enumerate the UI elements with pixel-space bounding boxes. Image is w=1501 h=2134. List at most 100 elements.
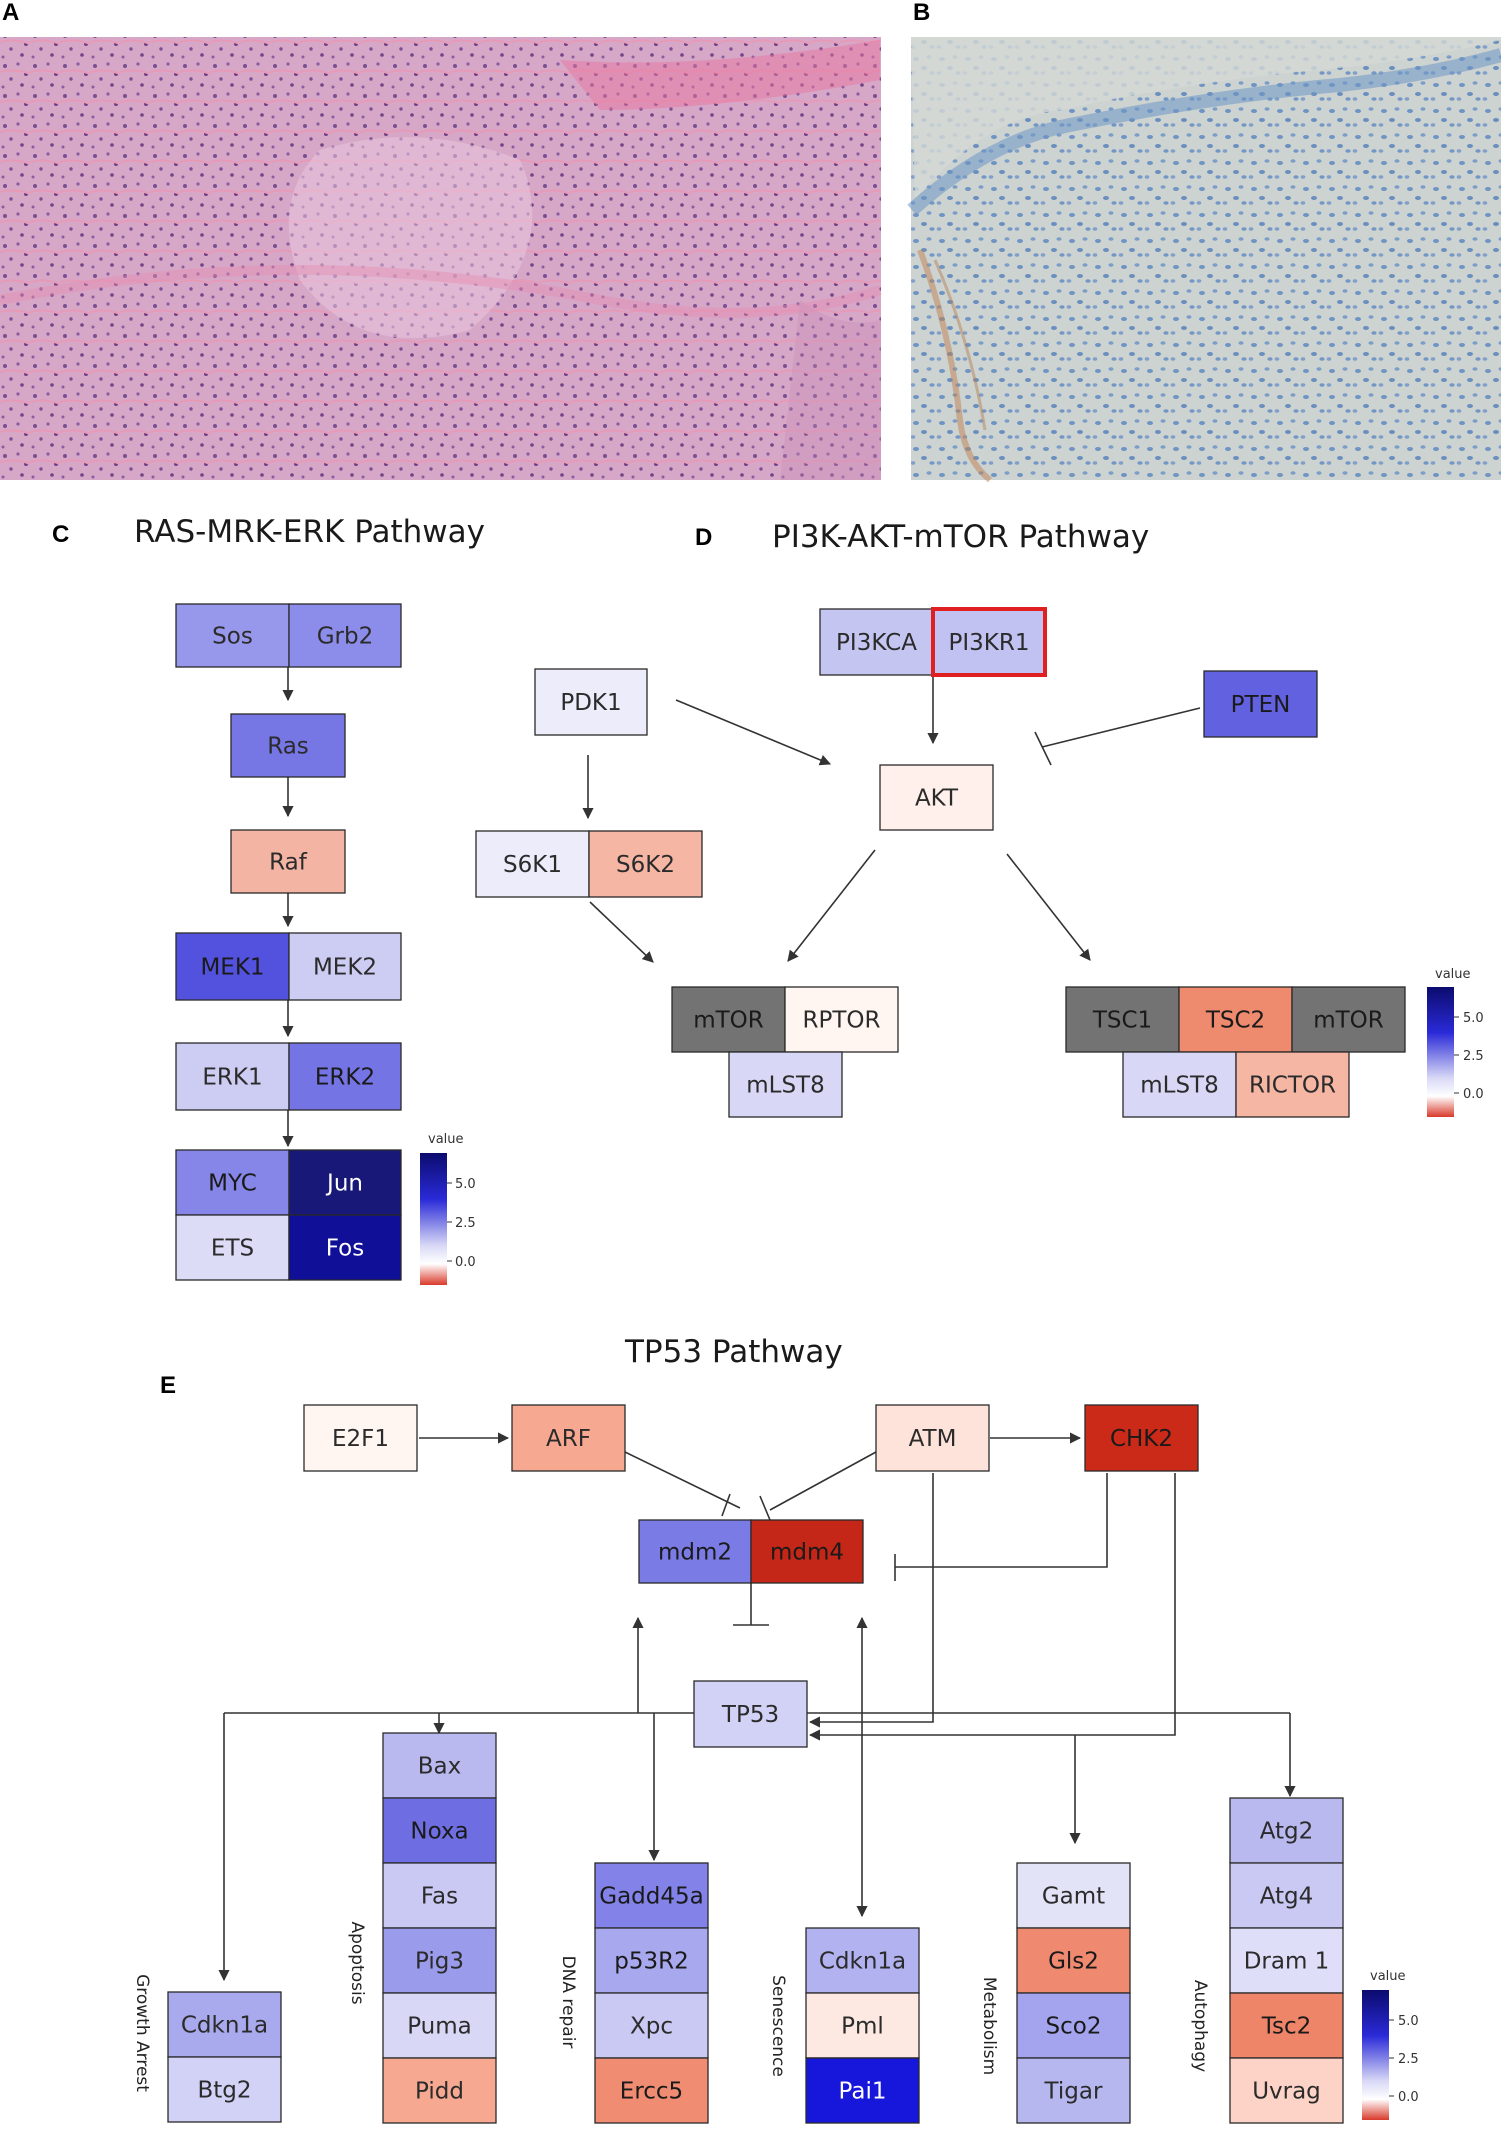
node-box — [594, 1927, 709, 1994]
node-box — [1229, 1862, 1344, 1929]
panel-d-title: PI3K-AKT-mTOR Pathway — [772, 519, 1149, 555]
node-au-uvrag: Uvrag — [1229, 2057, 1344, 2124]
node-label: Puma — [407, 2014, 472, 2040]
node-label: AKT — [915, 786, 959, 812]
node-label: Ras — [267, 734, 309, 760]
node-label: Pai1 — [839, 2079, 887, 2105]
node-label: PDK1 — [560, 690, 621, 716]
node-arf: ARF — [511, 1404, 626, 1472]
node-label: mdm4 — [770, 1540, 844, 1566]
node-label: mdm2 — [658, 1540, 732, 1566]
node-label: MEK1 — [200, 955, 264, 981]
node-jun: Jun — [288, 1149, 402, 1216]
node-label: Tigar — [1044, 2079, 1103, 2105]
node-box — [805, 2057, 920, 2124]
legend-tick-5: 5.0 — [1463, 1011, 1484, 1026]
panel-b-micrograph — [907, 37, 1501, 483]
node-label: Uvrag — [1252, 2079, 1321, 2105]
node-box — [534, 668, 648, 736]
node-box — [693, 1680, 808, 1748]
node-box — [1016, 1927, 1131, 1994]
node-label: TSC1 — [1092, 1008, 1152, 1034]
legend-tick-2-5: 2.5 — [1463, 1049, 1484, 1064]
node-box — [511, 1404, 626, 1472]
node-label: E2F1 — [332, 1426, 389, 1452]
node-au-dram1: Dram 1 — [1229, 1927, 1344, 1994]
node-label: ATM — [909, 1426, 957, 1452]
node-label: RPTOR — [803, 1008, 881, 1034]
node-label: Raf — [269, 850, 308, 876]
node-e2f1: E2F1 — [303, 1404, 418, 1472]
node-box — [175, 1042, 290, 1111]
node-pdk1: PDK1 — [534, 668, 648, 736]
node-label: ETS — [211, 1236, 254, 1262]
node-label: mLST8 — [746, 1073, 825, 1099]
node-label: S6K1 — [503, 852, 562, 878]
node-box — [382, 1927, 497, 1994]
panel-c-letter: C — [52, 521, 69, 548]
panel-b-letter: B — [913, 0, 930, 26]
node-box — [1016, 1992, 1131, 2059]
legend-title: value — [428, 1132, 464, 1147]
node-box — [594, 2057, 709, 2124]
node-box — [784, 986, 899, 1053]
node-label: Gadd45a — [599, 1884, 703, 1910]
node-box — [805, 1992, 920, 2059]
node-sos: Sos — [175, 603, 290, 668]
node-label: MYC — [208, 1171, 257, 1197]
category-apoptosis: Apoptosis — [347, 1921, 367, 2004]
legend-tick-2-5: 2.5 — [1398, 2052, 1419, 2067]
node-box — [875, 1404, 990, 1472]
node-label: Dram 1 — [1244, 1949, 1330, 1975]
node-label: Atg4 — [1260, 1884, 1314, 1910]
node-label: Cdkn1a — [181, 2013, 268, 2039]
node-tp53: TP53 — [693, 1680, 808, 1748]
node-mek2: MEK2 — [288, 932, 402, 1001]
node-pi3kca: PI3KCA — [819, 608, 934, 676]
node-ap-noxa: Noxa — [382, 1797, 497, 1864]
node-box — [1229, 2057, 1344, 2124]
node-box — [1122, 1051, 1237, 1118]
node-me-tigar: Tigar — [1016, 2057, 1131, 2124]
node-au-atg2: Atg2 — [1229, 1797, 1344, 1864]
node-me-gls2: Gls2 — [1016, 1927, 1131, 1994]
node-dr-xpc: Xpc — [594, 1992, 709, 2059]
legend-title: value — [1370, 1969, 1406, 1984]
node-label: ARF — [546, 1426, 591, 1452]
node-label: PTEN — [1231, 692, 1291, 718]
node-label: Grb2 — [317, 624, 374, 650]
node-label: mTOR — [1313, 1008, 1384, 1034]
node-ap-pidd: Pidd — [382, 2057, 497, 2124]
node-box — [175, 603, 290, 668]
node-box — [1229, 1797, 1344, 1864]
node-box — [1178, 986, 1293, 1053]
node-label: Fas — [421, 1884, 458, 1910]
node-box — [175, 932, 290, 1001]
node-label: TSC2 — [1205, 1008, 1265, 1034]
node-box — [588, 830, 703, 898]
node-label: Tsc2 — [1261, 2014, 1312, 2040]
node-label: Pml — [841, 2014, 884, 2040]
category-dna-repair: DNA repair — [558, 1956, 578, 2049]
panel-e-title: TP53 Pathway — [624, 1334, 843, 1370]
node-box — [879, 764, 994, 831]
node-au-atg4: Atg4 — [1229, 1862, 1344, 1929]
node-box — [1084, 1404, 1199, 1472]
node-ga-cdkn1a: Cdkn1a — [167, 1991, 282, 2058]
node-atm: ATM — [875, 1404, 990, 1472]
node-s6k2: S6K2 — [588, 830, 703, 898]
node-mtor-b: mTOR — [1291, 986, 1406, 1053]
node-label: Cdkn1a — [819, 1949, 906, 1975]
node-box — [230, 829, 346, 894]
panel-c-legend: value 5.0 2.5 0.0 — [420, 1132, 476, 1285]
legend-title: value — [1435, 967, 1471, 982]
node-erk1: ERK1 — [175, 1042, 290, 1111]
node-label: ERK2 — [315, 1065, 375, 1091]
node-chk2: CHK2 — [1084, 1404, 1199, 1472]
node-ap-puma: Puma — [382, 1992, 497, 2059]
node-box — [288, 1214, 402, 1281]
node-ga-btg2: Btg2 — [167, 2056, 282, 2123]
node-label: RICTOR — [1249, 1073, 1336, 1099]
node-label: Noxa — [410, 1819, 468, 1845]
